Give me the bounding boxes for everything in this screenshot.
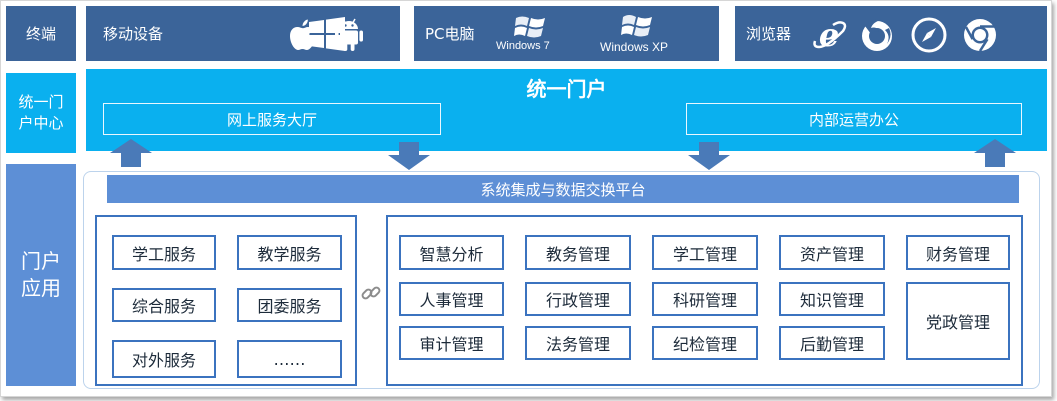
mgmt-item-logistics[interactable]: 后勤管理: [779, 326, 885, 360]
service-item-external[interactable]: 对外服务: [112, 340, 216, 378]
down-arrow-left: [388, 142, 430, 170]
up-arrow-left: [110, 139, 152, 167]
apple-icon: [290, 19, 314, 50]
chrome-icon: [964, 19, 996, 52]
browser-box: 浏览器 e: [735, 6, 1047, 61]
mobile-devices-box: 移动设备: [86, 6, 400, 61]
pc-box: PC电脑 Windows 7 Windows XP: [414, 6, 719, 61]
mgmt-item-student[interactable]: 学工管理: [652, 235, 758, 270]
link-icon: [361, 286, 381, 300]
portal-apps-label-line2: 应用: [21, 276, 61, 300]
portal-center-label-line2: 户中心: [18, 114, 64, 132]
service-item-league[interactable]: 团委服务: [237, 288, 342, 322]
firefox-icon: [862, 19, 892, 51]
portal-apps-label-line1: 门户: [21, 249, 61, 273]
windowsxp-flag-icon: [621, 15, 652, 37]
browser-label: 浏览器: [746, 25, 792, 43]
mgmt-item-knowledge[interactable]: 知识管理: [779, 282, 885, 316]
pc-label: PC电脑: [425, 25, 475, 43]
service-item-xuegong[interactable]: 学工服务: [112, 235, 216, 270]
windows7-label: Windows 7: [496, 40, 550, 52]
portal-center-label: 统一门 户中心: [6, 73, 76, 153]
mgmt-item-audit[interactable]: 审计管理: [399, 326, 504, 360]
windows7-flag-icon: [514, 16, 545, 38]
windowsxp-label: Windows XP: [600, 40, 669, 54]
mgmt-item-hr[interactable]: 人事管理: [399, 282, 504, 316]
service-item-more[interactable]: ……: [237, 340, 342, 378]
mgmt-item-finance[interactable]: 财务管理: [906, 235, 1010, 270]
svg-text:e: e: [819, 17, 839, 53]
windows-tiles-icon: [309, 17, 345, 51]
mgmt-item-discipline[interactable]: 纪检管理: [652, 326, 758, 360]
online-service-hall[interactable]: 网上服务大厅: [103, 103, 441, 135]
service-item-teaching[interactable]: 教学服务: [237, 235, 342, 270]
portal-apps-label: 门户 应用: [6, 164, 76, 386]
mgmt-item-academic[interactable]: 教务管理: [525, 235, 631, 270]
mobile-devices-label: 移动设备: [103, 25, 164, 43]
integration-platform-band: 系统集成与数据交换平台: [107, 175, 1019, 203]
internal-office[interactable]: 内部运营办公: [686, 103, 1022, 135]
mgmt-item-legal[interactable]: 法务管理: [525, 326, 631, 360]
down-arrow-right: [688, 142, 730, 170]
ie-icon: e: [813, 17, 847, 53]
terminal-label: 终端: [6, 6, 76, 61]
unified-portal-title: 统一门户: [526, 77, 607, 101]
up-arrow-right: [974, 139, 1016, 167]
mgmt-item-admin[interactable]: 行政管理: [525, 282, 631, 316]
service-item-general[interactable]: 综合服务: [112, 288, 216, 322]
mgmt-item-research[interactable]: 科研管理: [652, 282, 758, 316]
safari-icon: [911, 17, 947, 53]
portal-center-label-line1: 统一门: [18, 93, 64, 111]
mgmt-item-party[interactable]: 党政管理: [906, 282, 1010, 360]
mgmt-item-analysis[interactable]: 智慧分析: [399, 235, 504, 270]
mgmt-item-asset[interactable]: 资产管理: [779, 235, 885, 270]
